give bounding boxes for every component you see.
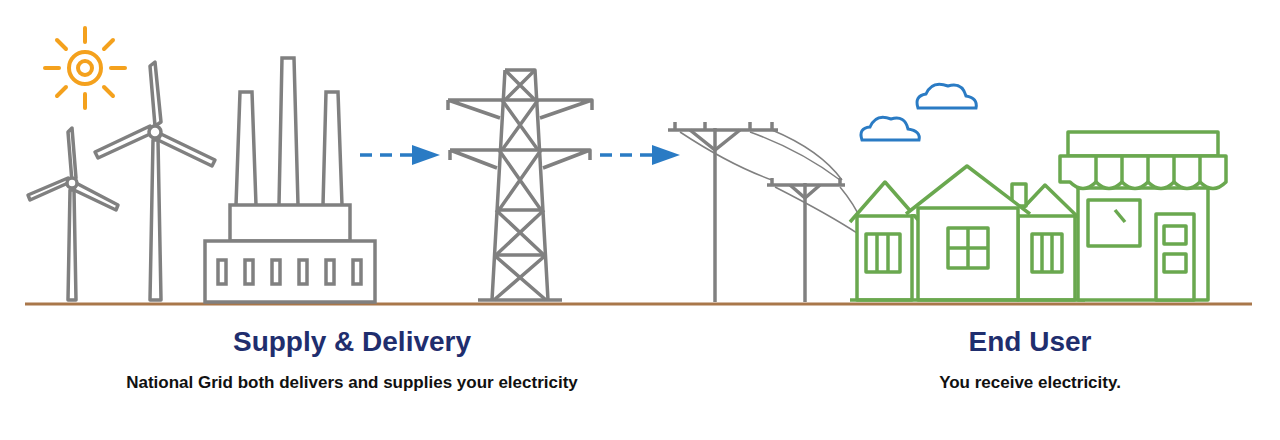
utility-poles	[668, 122, 845, 302]
section-heading: Supply & Delivery	[233, 326, 471, 358]
section-description: National Grid both delivers and supplies…	[126, 373, 578, 393]
wind-turbines	[28, 62, 215, 300]
transmission-pylon	[448, 70, 592, 300]
flow-arrows	[360, 145, 680, 165]
section-description: You receive electricity.	[939, 373, 1121, 393]
section-heading: End User	[969, 326, 1092, 358]
sun-icon	[45, 28, 125, 108]
store	[1060, 132, 1226, 300]
clouds	[861, 84, 976, 140]
houses	[850, 166, 1085, 300]
power-plant	[205, 58, 375, 302]
power-wires	[680, 130, 862, 235]
